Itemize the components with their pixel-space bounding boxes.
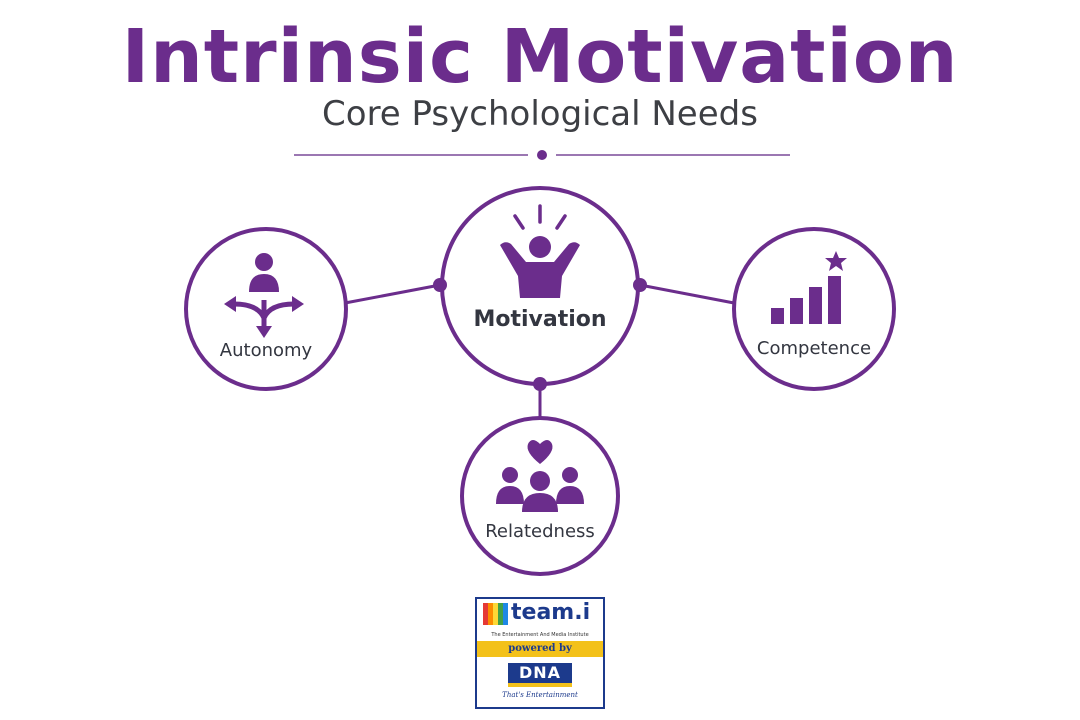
team-i-logo: team.i The Entertainment And Media Insti… bbox=[475, 597, 605, 709]
logo-stripe bbox=[508, 683, 572, 687]
logo-powered-by: powered by bbox=[477, 641, 603, 657]
logo-brand: DNA bbox=[508, 663, 572, 683]
logo-tagline: The Entertainment And Media Institute bbox=[491, 632, 589, 638]
node-label-competence: Competence bbox=[756, 338, 872, 359]
color-bars-icon bbox=[483, 603, 509, 625]
node-label-motivation: Motivation bbox=[473, 307, 607, 332]
logo-slogan: That's Entertainment bbox=[502, 691, 578, 699]
node-label-autonomy: Autonomy bbox=[219, 340, 313, 361]
group-heart-icon bbox=[496, 440, 584, 512]
page-title: Intrinsic Motivation bbox=[121, 14, 959, 100]
connector-dot bbox=[533, 377, 547, 391]
logo-name: team.i bbox=[511, 600, 591, 625]
page-subtitle: Core Psychological Needs bbox=[322, 94, 758, 134]
celebrating-person-icon bbox=[500, 204, 580, 298]
connector-dot bbox=[633, 278, 647, 292]
connector-competence bbox=[639, 283, 735, 305]
person-choice-arrows-icon bbox=[224, 253, 304, 338]
rising-bars-star-icon bbox=[771, 251, 847, 324]
connector-autonomy bbox=[344, 283, 441, 305]
title-divider bbox=[294, 150, 790, 160]
node-label-relatedness: Relatedness bbox=[485, 521, 595, 542]
connector-dot bbox=[433, 278, 447, 292]
